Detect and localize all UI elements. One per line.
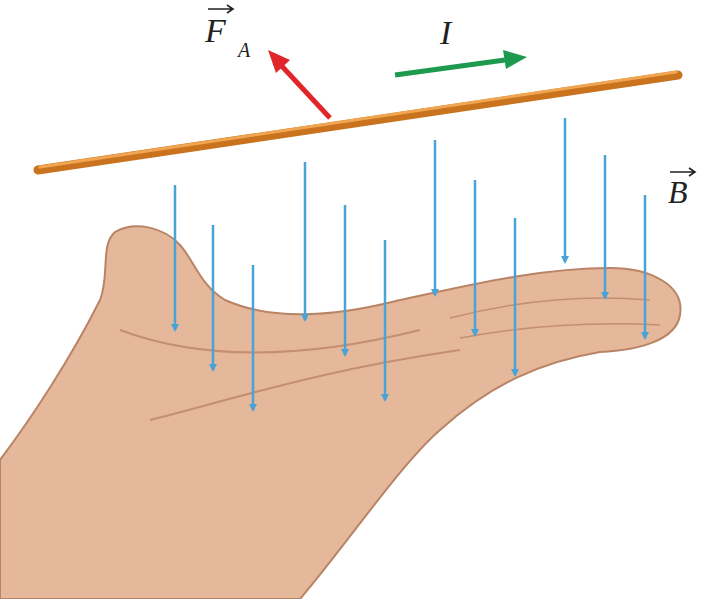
- finger-crease: [450, 298, 650, 318]
- force-arrowhead: [268, 50, 290, 73]
- vector-sign: [208, 5, 233, 13]
- force-arrow: [278, 62, 330, 118]
- conductor-rod: [38, 75, 678, 170]
- rod-highlight: [40, 72, 676, 167]
- current-arrowhead: [503, 50, 527, 69]
- force-subscript: A: [238, 40, 250, 60]
- finger-crease: [460, 324, 660, 338]
- vector-sign: [670, 168, 695, 176]
- palm-crease: [150, 350, 460, 420]
- magnetic-field-lines: [175, 118, 645, 410]
- field-symbol: B: [668, 176, 688, 208]
- current-symbol: I: [440, 16, 451, 50]
- force-symbol: F: [205, 14, 226, 48]
- hand: [0, 226, 680, 599]
- current-arrow: [395, 60, 505, 75]
- palm-crease: [120, 330, 420, 353]
